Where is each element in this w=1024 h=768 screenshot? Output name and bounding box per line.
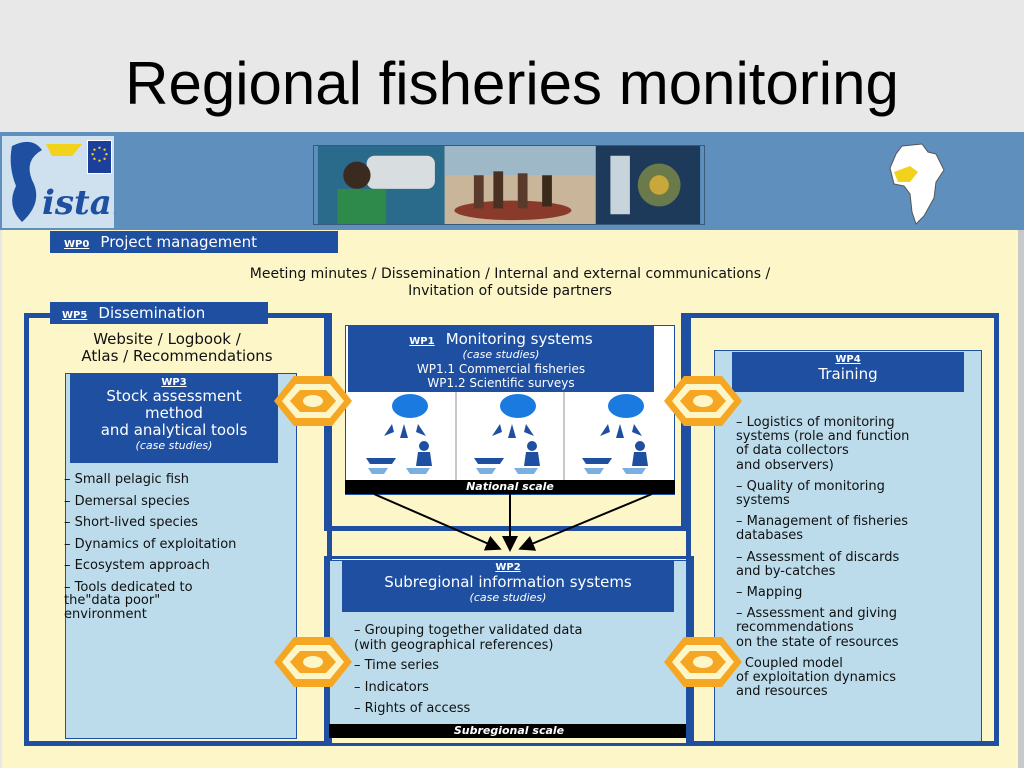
wp1-line2: WP1.2 Scientific surveys	[427, 376, 575, 390]
national-scale-bar: National scale	[345, 480, 675, 494]
wp1-header: WP1 Monitoring systems (case studies) WP…	[348, 326, 654, 392]
wp2-subtitle: (case studies)	[469, 591, 547, 604]
wp1-line1: WP1.1 Commercial fisheries	[416, 362, 586, 376]
list-item: – Quality of monitoring	[736, 478, 885, 494]
list-item: – Short-lived species	[64, 515, 199, 530]
wp3-list: – Small pelagic fish – Demersal species …	[64, 473, 296, 621]
wp0-text-line2: Invitation of outside partners	[408, 283, 612, 299]
wp4-header: WP4 Training	[732, 352, 964, 392]
africa-map-icon	[889, 143, 945, 225]
list-item: – Tools dedicated to	[64, 579, 193, 595]
wp5-title: Dissemination	[98, 304, 206, 322]
list-item: – Small pelagic fish	[64, 472, 190, 487]
list-item: recommendations	[736, 620, 854, 636]
monitoring-group	[474, 394, 540, 474]
training-outer-box	[686, 313, 999, 746]
list-item: databases	[736, 528, 804, 544]
monitoring-group	[582, 394, 648, 474]
list-item: – Mapping	[736, 585, 803, 601]
wp5-text-line1: Website / Logbook /	[93, 330, 241, 348]
istam-logo: istam	[2, 136, 114, 228]
wp1-subtitle: (case studies)	[462, 348, 540, 361]
wp3-title-line2: method	[145, 404, 203, 422]
wp0-tag: WP0	[64, 239, 90, 250]
list-item: on the state of resources	[736, 634, 899, 650]
list-item: of exploitation dynamics	[736, 670, 896, 686]
wp5-tag: WP5	[62, 310, 88, 321]
list-item: – Grouping together validated data	[354, 623, 583, 638]
wp0-header: WP0 Project management	[50, 231, 338, 253]
list-item: – Ecosystem approach	[64, 558, 210, 573]
link-diamond-icon	[274, 376, 352, 426]
wp5-text-line2: Atlas / Recommendations	[81, 347, 273, 365]
list-item: the"data poor"	[64, 593, 161, 608]
list-item: – Dynamics of exploitation	[64, 536, 237, 552]
list-item: – Rights of access	[354, 701, 471, 716]
title-bar	[0, 0, 1024, 132]
wp5-header: WP5 Dissemination	[50, 302, 268, 324]
slide-edge	[1018, 230, 1024, 768]
wp3-subtitle: (case studies)	[135, 439, 213, 452]
wp2-header: WP2 Subregional information systems (cas…	[342, 560, 674, 612]
wp3-tag: WP3	[161, 377, 187, 388]
list-item: of data collectors	[736, 443, 849, 459]
wp1-title: Monitoring systems	[445, 330, 593, 348]
slide-title: Regional fisheries monitoring	[125, 50, 899, 117]
wp0-text-line1: Meeting minutes / Dissemination / Intern…	[249, 266, 771, 282]
eu-flag-icon	[87, 140, 112, 174]
list-item: – Indicators	[354, 679, 429, 695]
list-item: – Management of fisheries	[736, 514, 908, 530]
fisheries-photo-strip	[313, 145, 705, 225]
list-item: – Time series	[354, 658, 440, 673]
list-item: – Assessment of discards	[736, 549, 900, 565]
wp0-title: Project management	[100, 233, 257, 251]
list-item: systems	[736, 493, 790, 509]
monitoring-group	[366, 394, 432, 474]
logo-text: istam	[42, 183, 114, 223]
wp4-list: – Logistics of monitoring systems (role …	[736, 415, 982, 700]
list-item: and by-catches	[736, 563, 836, 579]
subregional-scale-bar: Subregional scale	[329, 724, 689, 738]
link-diamond-icon	[664, 376, 742, 426]
list-item: – Demersal species	[64, 493, 190, 509]
link-diamond-icon	[274, 637, 352, 687]
wp3-header: WP3 Stock assessment method and analytic…	[70, 373, 278, 463]
project-diagram: WP0 Project management Meeting minutes /…	[2, 230, 1018, 768]
list-item: (with geographical references)	[354, 637, 554, 653]
list-item: and observers)	[736, 457, 834, 473]
wp4-title: Training	[818, 365, 878, 383]
wp3-title-line3: and analytical tools	[100, 421, 248, 439]
list-item: environment	[64, 606, 147, 622]
monitoring-icons	[366, 392, 648, 480]
wp4-tag: WP4	[835, 354, 861, 365]
wp2-tag: WP2	[495, 562, 521, 573]
wp3-title-line1: Stock assessment	[106, 387, 242, 405]
link-diamond-icon	[664, 637, 742, 687]
wp2-title: Subregional information systems	[384, 573, 632, 591]
wp4-box	[714, 350, 982, 742]
flow-arrows	[373, 493, 653, 552]
wp1-tag: WP1	[409, 336, 435, 347]
wp2-list: – Grouping together validated data (with…	[354, 623, 684, 717]
list-item: – Logistics of monitoring	[736, 415, 895, 430]
list-item: – Assessment and giving	[736, 606, 897, 622]
list-item: - Coupled model	[736, 655, 843, 671]
list-item: and resources	[736, 684, 828, 700]
list-item: systems (role and function	[736, 429, 910, 445]
